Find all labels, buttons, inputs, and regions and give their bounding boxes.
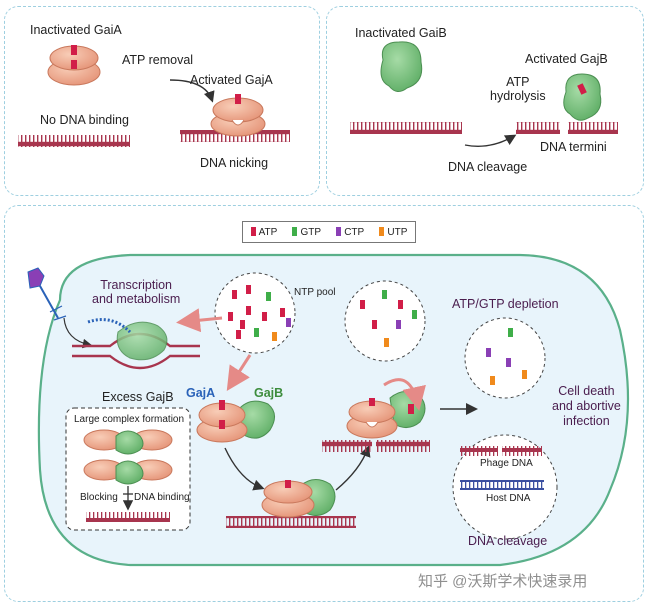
- large-complex-top: [83, 429, 173, 455]
- dna-cleavage-arrow: [464, 134, 517, 148]
- legend-ctp: CTP: [336, 226, 364, 238]
- label-dna-termini: DNA termini: [540, 140, 607, 154]
- label-no-dna-binding: No DNA binding: [40, 113, 129, 127]
- phage-dna-fragment-2: [502, 446, 542, 456]
- label-atp-removal: ATP removal: [122, 53, 194, 67]
- dna-no-binding: [18, 135, 130, 147]
- dna-cut-right: [376, 440, 430, 452]
- dna-termini-right: [568, 122, 618, 134]
- depleted-pool-circle: [464, 317, 546, 399]
- label-excess-gajb: Excess GajB: [102, 390, 174, 404]
- phage-icon: [27, 267, 67, 321]
- host-dna-strand: [460, 480, 544, 490]
- transcription-bubble: [72, 318, 200, 370]
- label-transcription: Transcription and metabolism: [92, 278, 181, 306]
- inactivated-gajb-protein: [380, 41, 423, 92]
- label-cell-death: Cell death and abortive infection: [552, 384, 621, 428]
- ntp-to-transcription-arrow: [176, 308, 223, 333]
- label-host-dna: Host DNA: [486, 493, 531, 504]
- bound-complex: [261, 479, 336, 518]
- dna-intact-strand: [350, 122, 462, 134]
- complex-to-binding-arrow: [224, 447, 265, 491]
- label-blocking: Blocking: [80, 492, 118, 503]
- dna-cut-left: [322, 440, 372, 452]
- label-dna-cleavage-b: DNA cleavage: [448, 160, 528, 174]
- label-gajb: GajB: [254, 386, 284, 400]
- label-dna-cleavage-c: DNA cleavage: [468, 534, 548, 548]
- phage-dna-fragment-1: [460, 446, 498, 456]
- atp-hydrolysis-arrow: [383, 378, 426, 411]
- ntp-legend: ATP GTP CTP UTP: [242, 221, 416, 243]
- label-ntp-pool: NTP pool: [294, 287, 336, 298]
- label-dna-binding: DNA binding: [134, 492, 190, 503]
- phage-injection-arrow: [63, 317, 93, 349]
- panel-gaja: [4, 6, 320, 196]
- dna-target-strand: [226, 516, 356, 528]
- ntp-to-gaja-arrow: [226, 354, 252, 392]
- activated-gaja-protein: [210, 94, 266, 137]
- label-atp-gtp-depletion: ATP/GTP depletion: [452, 297, 559, 311]
- activated-gajb-protein: [563, 73, 602, 121]
- large-complex-bottom: [83, 459, 173, 485]
- label-atp-hydrolysis: ATP hydrolysis: [490, 75, 546, 103]
- gaja-gajb-complex: [196, 400, 275, 443]
- label-activated-gajb: Activated GajB: [525, 52, 608, 66]
- label-phage-dna: Phage DNA: [480, 458, 533, 469]
- excess-box-dna: [86, 512, 170, 522]
- legend-atp: ATP: [250, 226, 277, 238]
- ntp-partial-particles: [360, 290, 417, 347]
- inactivated-gaja-protein: [47, 45, 101, 86]
- legend-utp: UTP: [379, 226, 407, 238]
- watermark: 知乎 @沃斯学术快速录用: [418, 573, 588, 590]
- dna-termini-left: [516, 122, 560, 134]
- label-activated-gaja: Activated GajA: [190, 73, 273, 87]
- label-inactivated-gaib: Inactivated GaiB: [355, 26, 447, 40]
- label-gaja: GajA: [186, 386, 216, 400]
- label-large-complex: Large complex formation: [74, 414, 185, 425]
- label-dna-nicking: DNA nicking: [200, 156, 269, 170]
- ntp-pool-particles: [228, 285, 291, 341]
- depleted-pool-particles: [486, 328, 527, 385]
- atp-removal-arrow: [169, 79, 215, 103]
- legend-gtp: GTP: [292, 226, 321, 238]
- label-inactivated-gaia: Inactivated GaiA: [30, 23, 122, 37]
